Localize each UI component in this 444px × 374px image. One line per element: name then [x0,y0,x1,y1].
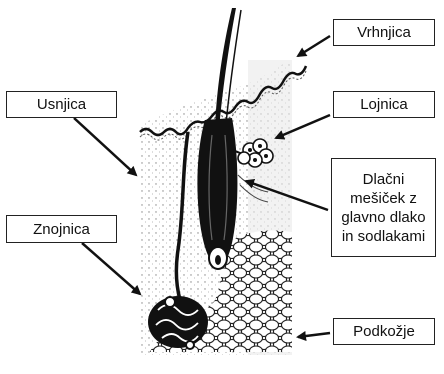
label-podkozje-text: Podkožje [353,322,415,341]
label-znojnica: Znojnica [6,215,117,243]
label-lojnica-text: Lojnica [360,95,408,114]
dermal-papilla [215,255,221,265]
label-lojnica: Lojnica [333,91,435,118]
label-mesicek-line3: glavno dlako [341,208,425,227]
label-znojnica-text: Znojnica [33,220,90,239]
label-vrhnjica-text: Vrhnjica [357,23,411,42]
label-mesicek-line2: mešiček z [350,189,417,208]
label-vrhnjica: Vrhnjica [333,19,435,46]
arrow-vrhnjica [298,36,330,56]
label-mesicek-line4: in sodlakami [342,227,425,246]
arrow-znojnica [82,243,140,294]
label-usnjica: Usnjica [6,91,117,118]
label-mesicek-line1: Dlačni [363,170,405,189]
label-dlacni-mesicek: Dlačni mešiček z glavno dlako in sodlaka… [331,158,436,257]
arrow-podkozje [298,333,330,337]
label-podkozje: Podkožje [333,318,435,345]
arrow-usnjica [74,118,136,175]
label-usnjica-text: Usnjica [37,95,86,114]
